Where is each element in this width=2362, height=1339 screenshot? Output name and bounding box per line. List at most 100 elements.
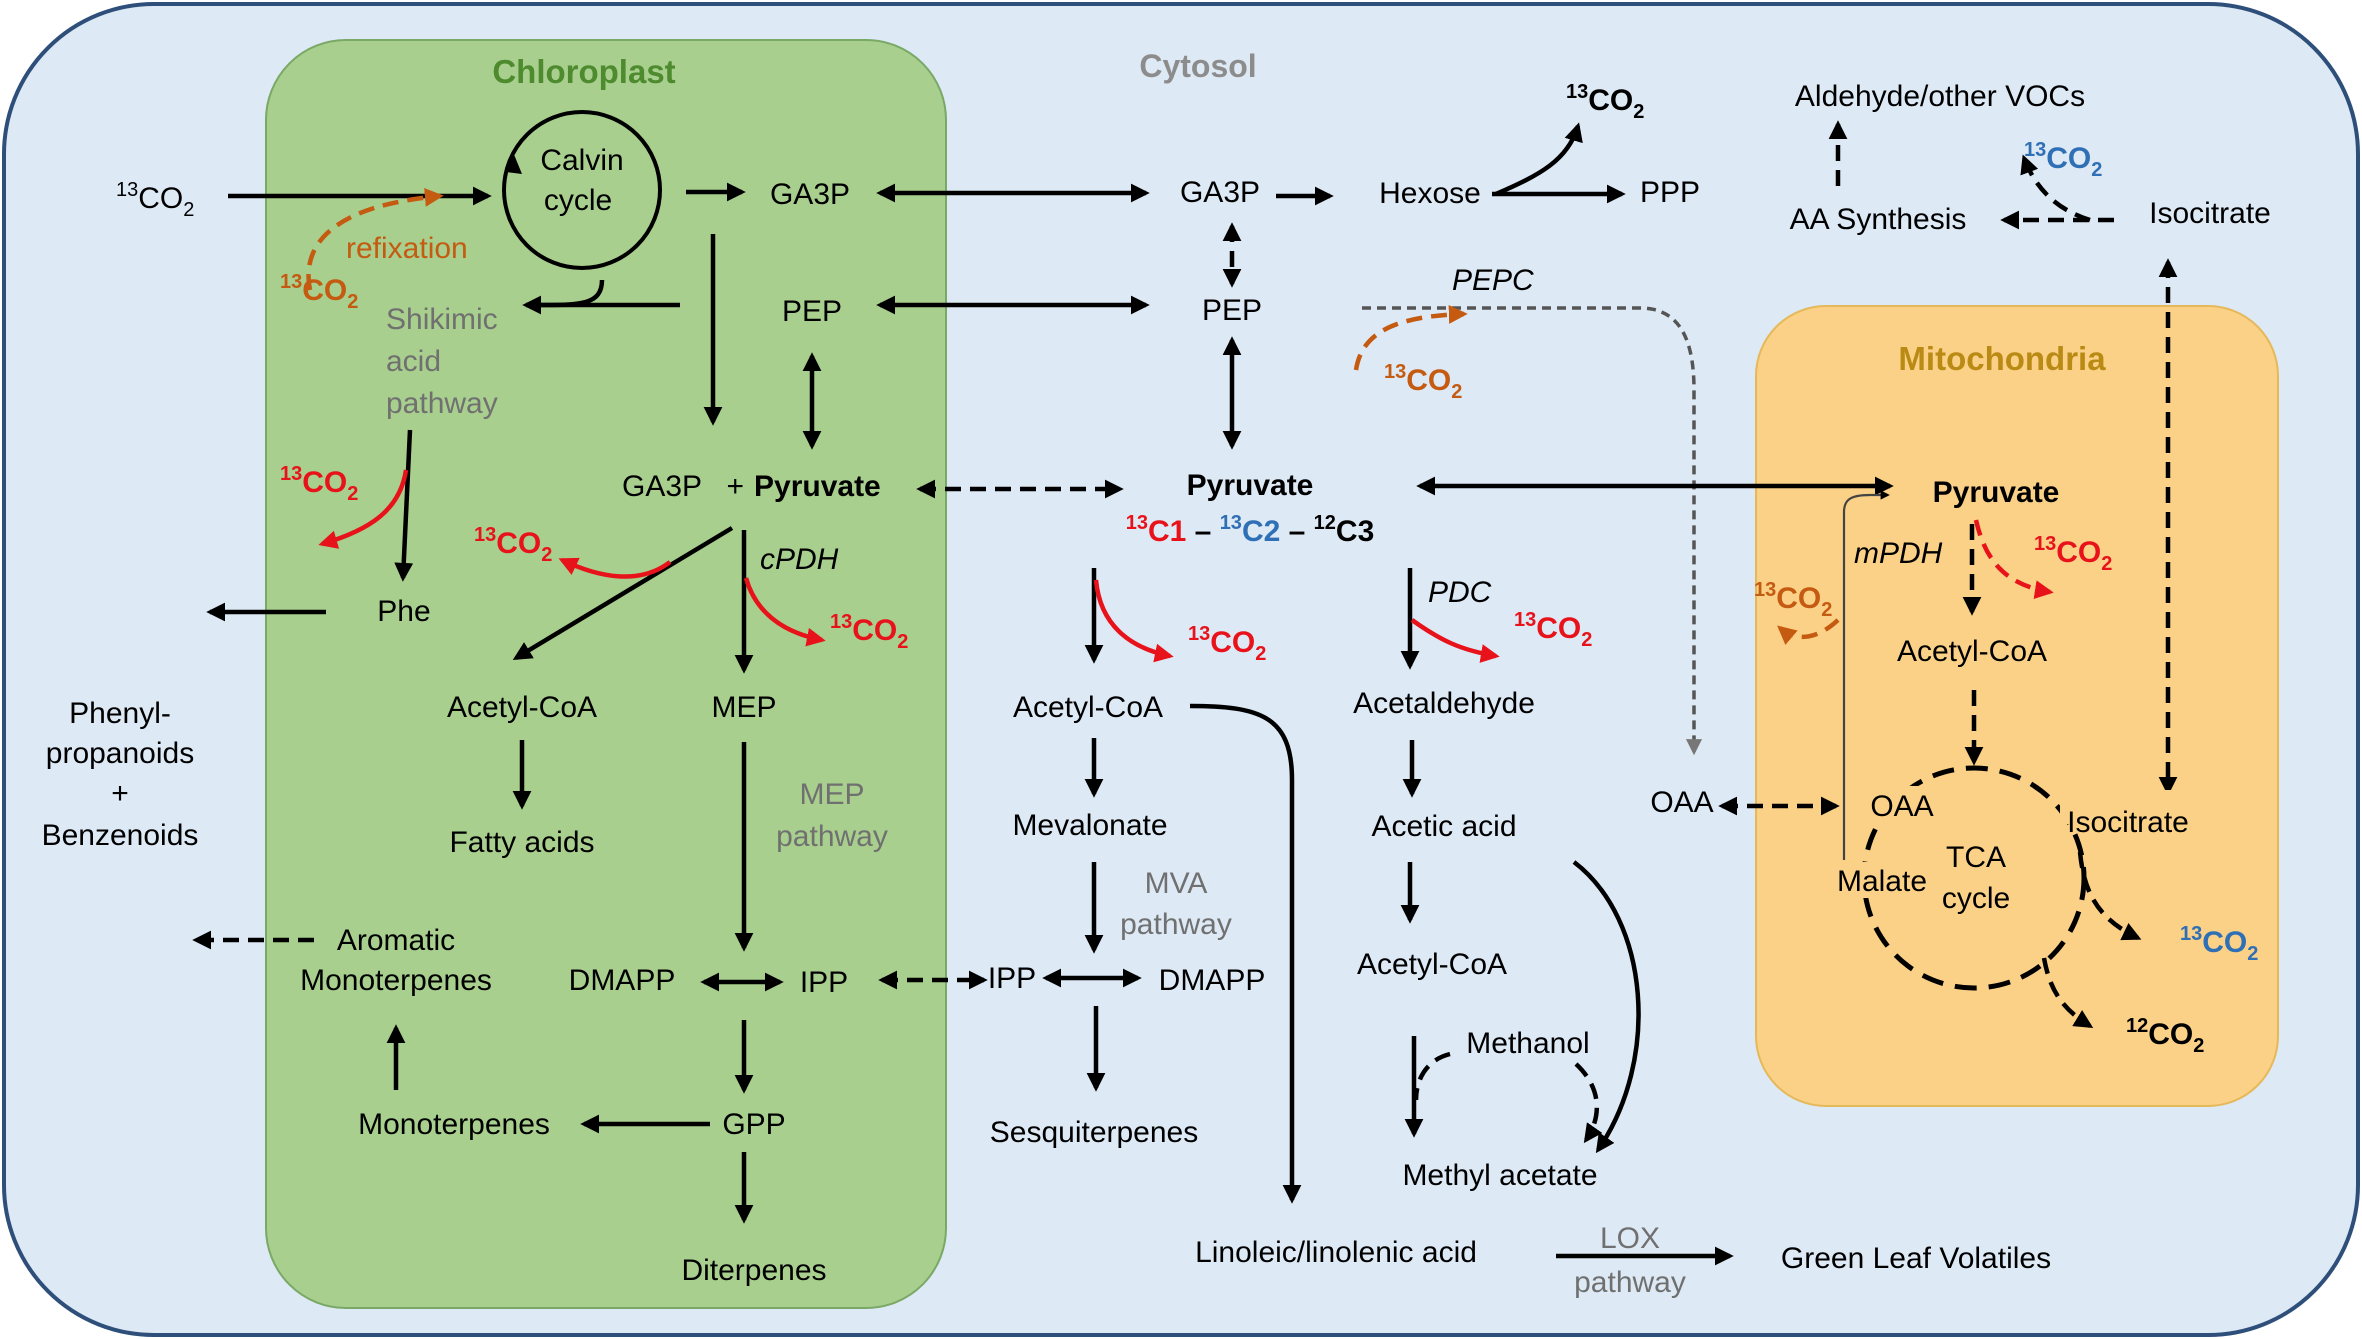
cyt-sesquiterpenes: Sesquiterpenes [990, 1116, 1198, 1149]
pyruvate-carbons: 13C1 – 13C2 – 12C3 [1126, 512, 1375, 548]
mep-pathway-l2: pathway [776, 820, 888, 853]
cyt-methanol: Methanol [1466, 1027, 1589, 1060]
chl-ipp: IPP [800, 966, 848, 999]
chl-acetyl-coa: Acetyl-CoA [447, 691, 597, 724]
tca-label-mask-oaa [1862, 786, 1936, 820]
cyt-linoleic: Linoleic/linolenic acid [1195, 1236, 1477, 1269]
chl-phe: Phe [377, 595, 430, 628]
co2-refix-label: 13CO2 [280, 271, 358, 313]
mito-malate: Malate [1837, 865, 1927, 898]
mitochondria-compartment [1755, 305, 2279, 1107]
aromatic-l2: Monoterpenes [300, 964, 492, 997]
shikimic-co2-arrow [318, 469, 409, 549]
pdc-label: PDC [1428, 576, 1492, 609]
refixation-label: refixation [346, 232, 468, 265]
phenyl-l3: + [111, 777, 129, 810]
mito-red-co2-arrow [1973, 519, 2054, 600]
cyt-acetic-acid: Acetic acid [1371, 810, 1516, 843]
acetylcoa-to-linoleic-arrow [1189, 703, 1302, 1204]
cyt-acetaldehyde: Acetaldehyde [1353, 687, 1535, 720]
acetic-to-methylacetate-arrow [1572, 860, 1641, 1154]
cyt-ga3p: GA3P [1180, 176, 1260, 209]
tca-label-mask-isocitrate [2060, 790, 2192, 824]
mito-pyruvate: Pyruvate [1933, 476, 2060, 509]
phenyl-l2: propanoids [46, 737, 194, 770]
chl-acetylcoa-co2-arrow [558, 557, 672, 579]
hexose-co2-label: 13CO2 [1566, 81, 1644, 123]
chl-ga3p: GA3P [770, 178, 850, 211]
methanol-dash-out [1574, 1062, 1603, 1144]
mito-oaa: OAA [1870, 790, 1933, 823]
cyt-oaa: OAA [1650, 786, 1713, 819]
chl-fatty-acids: Fatty acids [449, 826, 594, 859]
cyt-aldehyde: Aldehyde/other VOCs [1795, 80, 2085, 113]
cyt-methyl-acetate: Methyl acetate [1402, 1159, 1597, 1192]
cyt-pep: PEP [1202, 294, 1262, 327]
cpdh-label: cPDH [760, 543, 839, 576]
calvin-cycle-circle [502, 110, 662, 270]
cytosol-title: Cytosol [1139, 48, 1256, 84]
mitochondria-title: Mitochondria [1898, 340, 2106, 377]
cyt-isocitrate: Isocitrate [2149, 197, 2271, 230]
calvin-label-1: Calvin [540, 144, 623, 177]
hexose-co2-arrow [1495, 122, 1583, 197]
phenyl-l4: Benzenoids [42, 819, 199, 852]
cpdh-co2-arrow [743, 577, 826, 647]
cyt-acetyl-coa2: Acetyl-CoA [1357, 948, 1507, 981]
aromatic-l1: Aromatic [337, 924, 455, 957]
tca-co2-12-arrow [2041, 957, 2094, 1028]
shikimic-l3: pathway [386, 387, 498, 420]
phenyl-l1: Phenyl- [69, 697, 171, 730]
pepc-label: PEPC [1452, 264, 1534, 297]
mito-red-co2-label: 13CO2 [2034, 533, 2112, 575]
chl-dmapp: DMAPP [569, 964, 676, 997]
mpdh-label: mPDH [1854, 537, 1943, 570]
mito-isocitrate: Isocitrate [2067, 806, 2189, 839]
pepc-gray-arrow [1362, 306, 1703, 756]
tca-l1: TCA [1946, 841, 2006, 874]
tca-co2-13-arrow [2077, 851, 2142, 941]
shikimic-co2-label: 13CO2 [280, 463, 358, 505]
chl-monoterpenes: Monoterpenes [358, 1108, 550, 1141]
tca-co2-12-label: 12CO2 [2126, 1015, 2204, 1057]
mep-pathway-l1: MEP [799, 778, 864, 811]
tca-l2: cycle [1942, 882, 2010, 915]
mva-l1: MVA [1145, 867, 1208, 900]
shikimic-l1: Shikimic [386, 303, 498, 336]
cpdh-co2-label: 13CO2 [830, 611, 908, 653]
mito-orange-co2-arrow [1777, 618, 1840, 645]
pdc-co2-arrow [1410, 618, 1500, 663]
chl-pep: PEP [782, 295, 842, 328]
cyt-ppp: PPP [1640, 176, 1700, 209]
chl-acetylcoa-co2-label: 13CO2 [474, 524, 552, 566]
pdc-co2-label: 13CO2 [1514, 609, 1592, 651]
pyruvate-to-acetylcoa-arrow [512, 526, 734, 660]
chl-gpp: GPP [722, 1108, 785, 1141]
mito-acetyl-coa: Acetyl-CoA [1897, 635, 2047, 668]
calvin-label-2: cycle [544, 184, 612, 217]
lox-l2: pathway [1574, 1266, 1686, 1299]
mva-l2: pathway [1120, 908, 1232, 941]
cyt-acetylcoa-co2-label: 13CO2 [1188, 623, 1266, 665]
chl-pyruvate: Pyruvate [754, 470, 881, 503]
chl-diterpenes: Diterpenes [681, 1254, 826, 1287]
isocitrate-co2-arrow [2020, 154, 2091, 223]
pepc-co2-arrow [1353, 305, 1468, 371]
methanol-dash-in [1413, 1051, 1451, 1101]
co2-input-label: 13CO2 [116, 179, 194, 221]
cyt-mevalonate: Mevalonate [1012, 809, 1167, 842]
cyt-hexose: Hexose [1379, 177, 1481, 210]
cyt-pyruvate: Pyruvate [1187, 469, 1314, 502]
chl-ga3p-plus: GA3P + [622, 470, 744, 503]
cyt-aa-synthesis: AA Synthesis [1790, 203, 1967, 236]
chloroplast-title: Chloroplast [492, 53, 675, 90]
lox-l1: LOX [1600, 1222, 1660, 1255]
calvin-cycle-arrowhead [506, 152, 522, 174]
tca-label-mask-malate [1830, 862, 1934, 898]
malate-to-pyruvate-thin-arrow [1842, 490, 1890, 860]
chl-mep: MEP [711, 691, 776, 724]
cyt-acetylcoa-co2-arrow [1093, 579, 1174, 663]
pepc-co2-label: 13CO2 [1384, 361, 1462, 403]
cyt-glv: Green Leaf Volatiles [1781, 1242, 2051, 1275]
